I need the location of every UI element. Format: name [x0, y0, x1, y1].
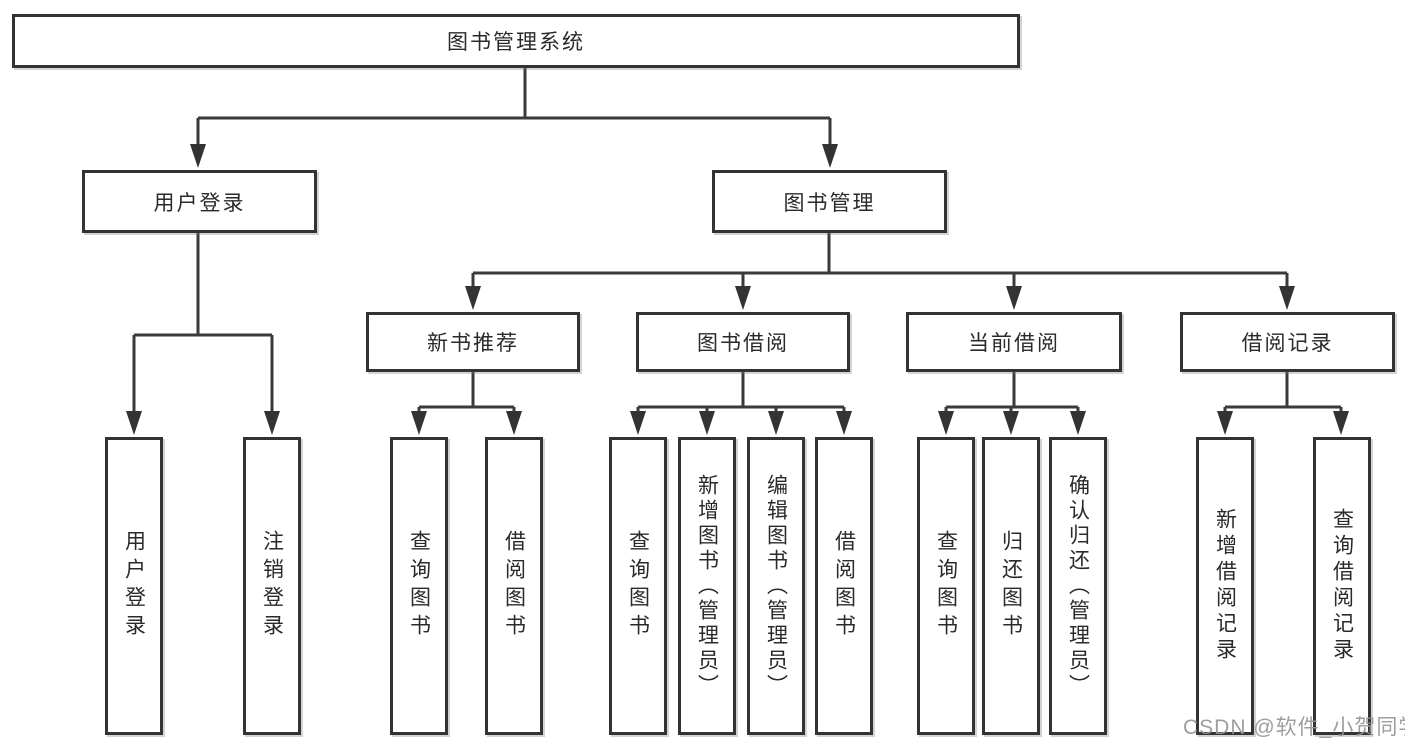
node-current-borrowing: 当前借阅 — [906, 312, 1122, 372]
node-label: 查询借阅记录 — [1330, 508, 1354, 664]
connector-borrowing-records-to-leaves — [1217, 372, 1349, 435]
leaf-query-books-3: 查询图书 — [917, 437, 975, 735]
node-label: 图书借阅 — [697, 332, 789, 355]
leaf-add-borrow-record: 新增借阅记录 — [1196, 437, 1254, 735]
connector-book-management-to-level3 — [465, 233, 1295, 310]
node-root: 图书管理系统 — [12, 14, 1020, 68]
connector-root-to-level2 — [190, 68, 838, 168]
leaf-query-books-2: 查询图书 — [609, 437, 667, 735]
node-label: 确认归还（管理员） — [1066, 473, 1090, 699]
leaf-query-books-1: 查询图书 — [390, 437, 448, 735]
node-label: 编辑图书（管理员） — [764, 473, 788, 699]
connector-book-borrowing-to-leaves — [630, 372, 852, 435]
connector-new-book-recommend-to-leaves — [411, 372, 522, 435]
node-label: 新增图书（管理员） — [695, 473, 719, 699]
node-label: 查询图书 — [407, 530, 431, 642]
connector-user-login-to-leaves — [126, 233, 280, 435]
leaf-return-books: 归还图书 — [982, 437, 1040, 735]
node-label: 图书管理 — [783, 191, 876, 215]
leaf-confirm-return-admin: 确认归还（管理员） — [1049, 437, 1107, 735]
node-borrowing-records: 借阅记录 — [1180, 312, 1395, 372]
node-label: 图书管理系统 — [447, 31, 585, 54]
leaf-borrow-books-2: 借阅图书 — [815, 437, 873, 735]
leaf-query-borrow-record: 查询借阅记录 — [1313, 437, 1371, 735]
node-label: 归还图书 — [999, 530, 1023, 642]
leaf-add-books-admin: 新增图书（管理员） — [678, 437, 736, 735]
node-label: 注销登录 — [260, 530, 284, 642]
node-book-borrowing: 图书借阅 — [636, 312, 850, 372]
node-label: 当前借阅 — [968, 332, 1060, 355]
node-label: 新书推荐 — [427, 332, 519, 355]
node-book-management: 图书管理 — [712, 170, 947, 233]
leaf-edit-books-admin: 编辑图书（管理员） — [747, 437, 805, 735]
node-label: 用户登录 — [122, 530, 146, 642]
node-label: 借阅图书 — [502, 530, 526, 642]
leaf-borrow-books-1: 借阅图书 — [485, 437, 543, 735]
node-label: 查询图书 — [934, 530, 958, 642]
connector-current-borrowing-to-leaves — [938, 372, 1086, 435]
node-new-book-recommend: 新书推荐 — [366, 312, 580, 372]
node-label: 借阅图书 — [832, 530, 856, 642]
leaf-user-login: 用户登录 — [105, 437, 163, 735]
node-label: 查询图书 — [626, 530, 650, 642]
csdn-watermark: CSDN @软件_小贺同学 — [1183, 716, 1405, 739]
node-user-login: 用户登录 — [82, 170, 317, 233]
node-label: 用户登录 — [153, 191, 246, 215]
leaf-logout: 注销登录 — [243, 437, 301, 735]
node-label: 新增借阅记录 — [1213, 508, 1237, 664]
node-label: 借阅记录 — [1241, 332, 1334, 355]
